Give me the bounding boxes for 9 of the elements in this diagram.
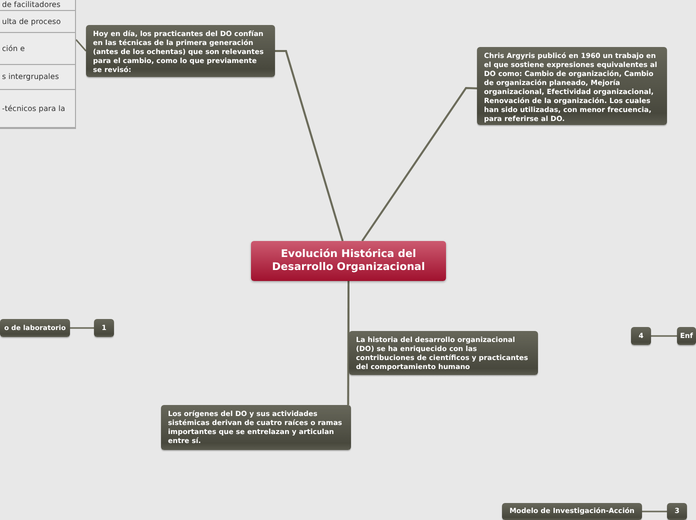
connector-line: [275, 50, 344, 242]
connector-line: [361, 86, 478, 242]
connector-line: [347, 281, 350, 405]
panel-box: [0, 0, 76, 129]
central-topic-box: Evolución Histórica del Desarrollo Organizacional: [251, 241, 446, 281]
connector-line: [642, 510, 667, 512]
connector-line: [75, 39, 87, 52]
connector-line: [651, 335, 677, 337]
connector-line: [70, 327, 94, 329]
